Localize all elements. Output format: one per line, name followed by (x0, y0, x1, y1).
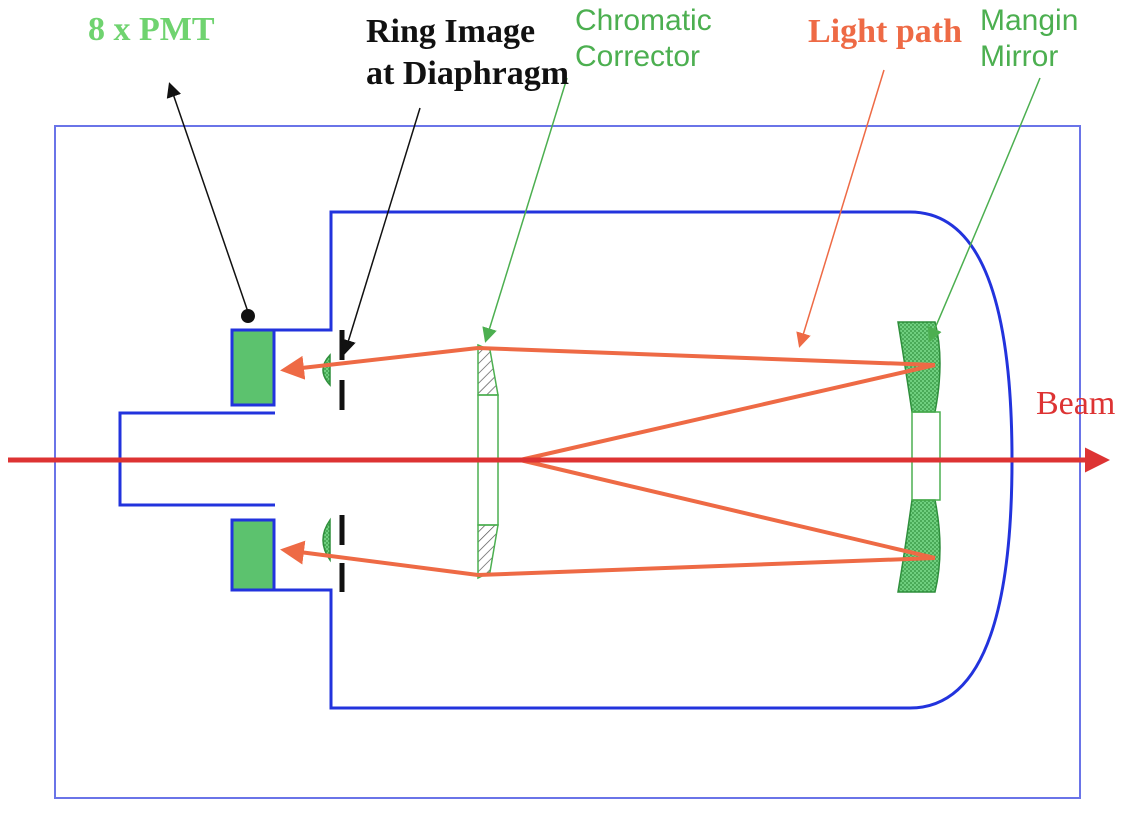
mangin-pointer (927, 77, 1041, 343)
light-path-label: Light path (808, 13, 962, 50)
mangin-label-2: Mirror (980, 40, 1058, 73)
ring-image-label-1: Ring Image (366, 13, 535, 50)
mangin-label-1: Mangin (980, 4, 1078, 37)
light-rays (280, 346, 936, 577)
light-path-pointer (796, 69, 885, 348)
beam-label: Beam (1036, 385, 1115, 422)
focus-lens-top (322, 353, 331, 387)
pmt-pointer (166, 82, 249, 313)
chromatic-label-2: Corrector (575, 40, 700, 73)
chromatic-pointer (482, 77, 568, 343)
pmt-label: 8 x PMT (88, 11, 215, 48)
pmt-top (230, 328, 276, 407)
pmt-marker-dot (241, 309, 255, 323)
chromatic-corrector (477, 343, 499, 580)
pmt-bottom (230, 518, 276, 592)
focus-lens-bottom (322, 517, 331, 563)
chromatic-label-1: Chromatic (575, 4, 712, 37)
ring-image-label-2: at Diaphragm (366, 55, 569, 92)
ring-pointer (341, 107, 421, 355)
